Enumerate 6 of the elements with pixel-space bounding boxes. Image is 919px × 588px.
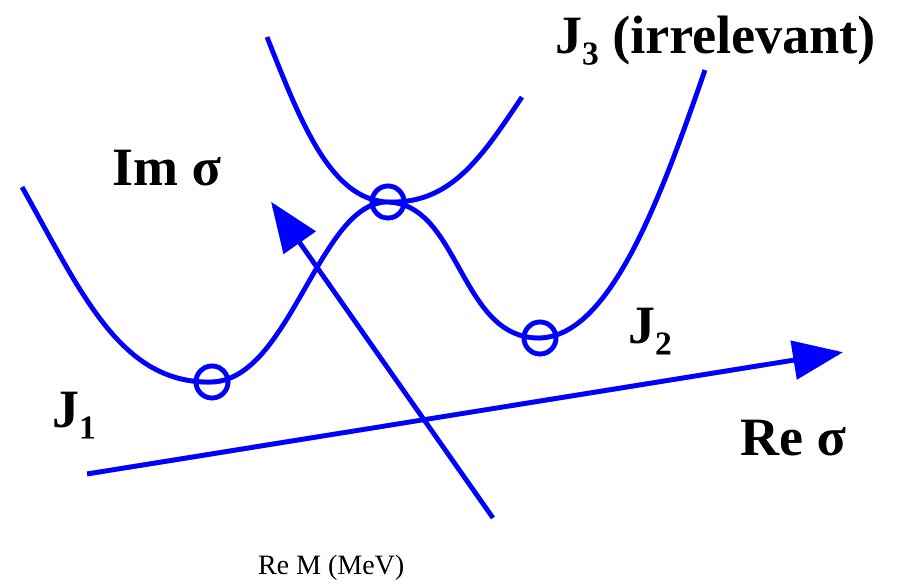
axis-title: Re σ <box>740 410 846 464</box>
axis-title: Re M (MeV) <box>258 552 404 580</box>
axis-title: J$_{3}$ (irrelevant) <box>555 8 876 72</box>
axis-title: Im σ <box>112 140 221 194</box>
curve-label: J$_{2}$ <box>628 298 672 362</box>
curve-label: J$_{1}$ <box>52 382 96 446</box>
